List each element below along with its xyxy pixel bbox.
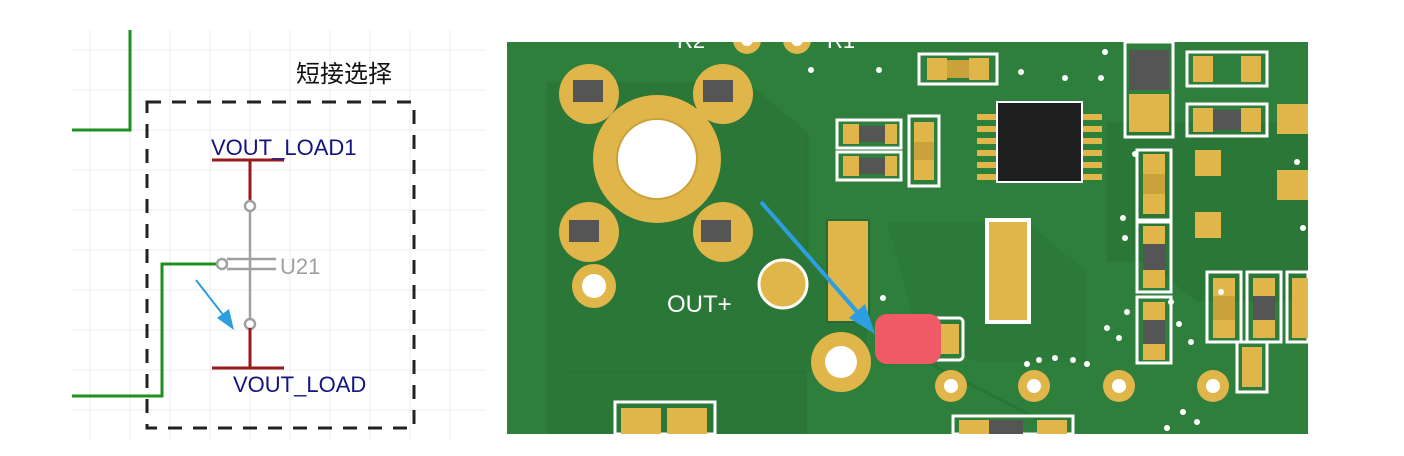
pad-large-left[interactable] [826, 219, 870, 323]
jumper-pad-highlight[interactable] [875, 314, 941, 364]
wire-upper-left[interactable] [72, 30, 132, 132]
jumper-pin-3[interactable] [215, 257, 229, 271]
silk-out-plus: OUT+ [667, 291, 732, 318]
pcb-view: R2 R1 OUT+ [507, 42, 1308, 434]
jumper-pin-1[interactable] [243, 199, 257, 213]
short-select-group-box[interactable] [145, 100, 416, 430]
pointer-arrow-icon [759, 200, 875, 334]
net-label-bottom[interactable]: VOUT_LOAD [233, 372, 366, 397]
group-title: 短接选择 [296, 61, 392, 88]
connector-corner-pads[interactable] [559, 64, 753, 262]
small-vias [808, 49, 1306, 431]
silk-r1: R1 [827, 42, 855, 53]
wire-lower-left[interactable] [72, 262, 222, 398]
jumper-pin-2[interactable] [243, 317, 257, 331]
smd-components[interactable] [613, 42, 1308, 434]
schematic-view: 短接选择 VOUT_LOAD1 U21 VOUT_LOAD [72, 30, 486, 440]
ic-chip[interactable] [977, 101, 1102, 183]
pointer-arrow-icon [195, 279, 234, 330]
jumper-pad-right[interactable] [939, 324, 959, 354]
through-hole-pads[interactable] [935, 370, 1229, 402]
designator-label[interactable]: U21 [280, 254, 320, 279]
net-label-top[interactable]: VOUT_LOAD1 [211, 135, 357, 160]
mount-hole [616, 118, 698, 200]
testpoint-out-plus[interactable] [757, 258, 809, 310]
pad-large-right[interactable] [985, 218, 1031, 324]
silk-r2: R2 [677, 42, 705, 53]
